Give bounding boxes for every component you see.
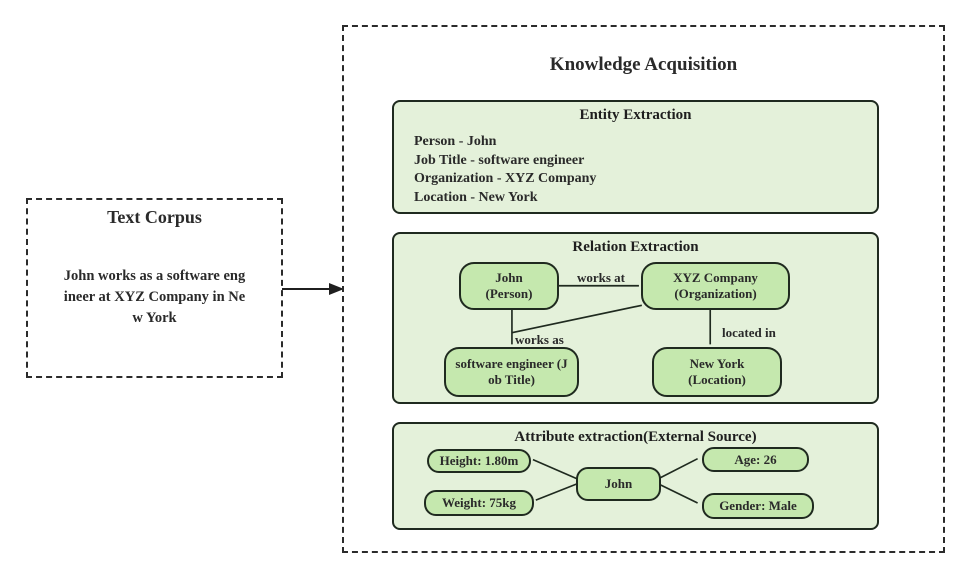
entity-extraction-title: Entity Extraction bbox=[579, 107, 692, 123]
entity-line-job-title: Job Title - software engineer bbox=[414, 152, 585, 168]
entity-line-organization: Organization - XYZ Company bbox=[414, 171, 597, 186]
edge-weight-john bbox=[535, 482, 578, 501]
knowledge-acquisition-box: Knowledge Acquisition Entity Extraction … bbox=[342, 25, 945, 553]
node-weight: Weight: 75kg bbox=[424, 490, 534, 516]
node-age: Age: 26 bbox=[702, 447, 809, 472]
flow-arrow-head bbox=[329, 283, 344, 295]
entity-line-person: Person - John bbox=[414, 134, 497, 149]
text-corpus-body: John works as a software eng ineer at XY… bbox=[63, 268, 246, 326]
edge-john-age bbox=[657, 457, 698, 480]
entity-extraction-lines: Person - John Job Title - software engin… bbox=[414, 133, 596, 207]
attribute-extraction-section: Attribute extraction(External Source) He… bbox=[392, 422, 879, 530]
entity-extraction-section: Entity Extraction Person - John Job Titl… bbox=[392, 100, 879, 214]
text-corpus-box: Text Corpus John works as a software eng… bbox=[26, 198, 283, 378]
relation-extraction-title: Relation Extraction bbox=[572, 239, 699, 255]
node-john-person: John (Person) bbox=[459, 262, 559, 310]
relation-extraction-section: Relation Extraction John (Person) XYZ Co… bbox=[392, 232, 879, 404]
node-xyz-company: XYZ Company (Organization) bbox=[641, 262, 790, 310]
node-john-attribute: John bbox=[576, 467, 661, 501]
edge-label-works-at: works at bbox=[576, 270, 626, 285]
edge-height-john bbox=[532, 458, 578, 480]
edge-label-located-in: located in bbox=[722, 325, 776, 340]
attribute-extraction-title: Attribute extraction(External Source) bbox=[514, 429, 757, 445]
node-gender: Gender: Male bbox=[702, 493, 814, 519]
edge-label-works-as: works as bbox=[515, 332, 564, 347]
text-corpus-title: Text Corpus bbox=[107, 207, 202, 227]
edge-john-gender bbox=[657, 482, 698, 504]
node-new-york: New York (Location) bbox=[652, 347, 782, 397]
entity-line-location: Location - New York bbox=[414, 189, 538, 205]
flow-arrow bbox=[282, 283, 344, 295]
node-software-engineer: software engineer (J ob Title) bbox=[444, 347, 579, 397]
node-height: Height: 1.80m bbox=[427, 449, 531, 473]
knowledge-acquisition-title: Knowledge Acquisition bbox=[549, 54, 738, 75]
